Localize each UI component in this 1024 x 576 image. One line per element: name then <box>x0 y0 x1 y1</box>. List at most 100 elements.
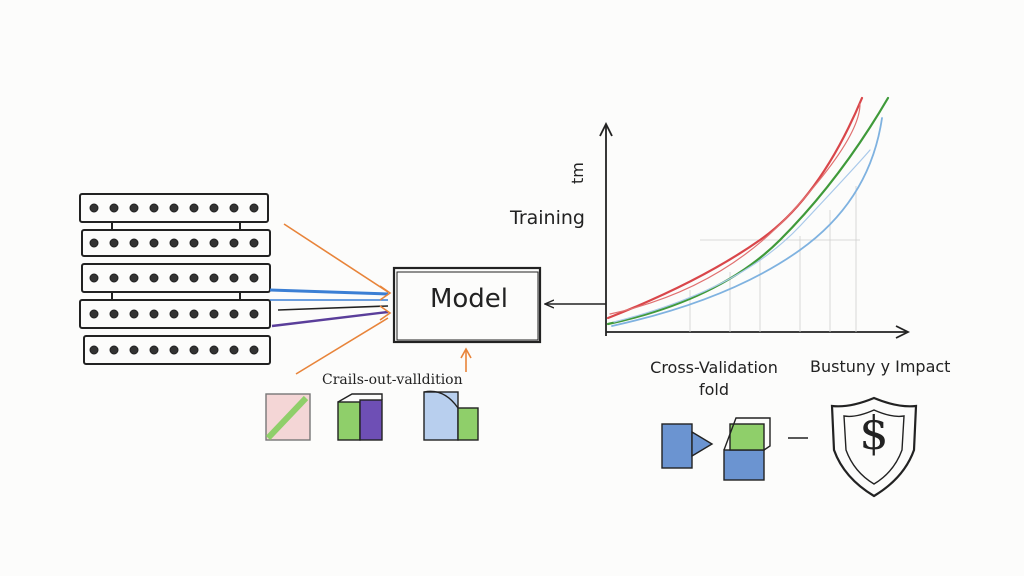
server-led-dot <box>189 203 199 213</box>
tile-3-top <box>423 390 459 409</box>
chart-grid <box>689 186 860 332</box>
server-led-dots <box>89 203 259 355</box>
server-led-dot <box>169 238 179 248</box>
arrow-head-up <box>460 347 472 359</box>
server-led-dot <box>89 309 99 319</box>
left-fold-tiles <box>265 390 479 441</box>
server-led-dot <box>189 309 199 319</box>
cross-validation-title-line1: Cross-Validation <box>650 358 778 377</box>
server-led-dot <box>109 238 119 248</box>
curve-red <box>606 96 864 320</box>
server-led-dot <box>89 345 99 355</box>
arrow-head-orange <box>379 285 392 301</box>
cross-validation-fold-icon <box>661 417 808 481</box>
server-led-dot <box>229 345 239 355</box>
model-box <box>392 266 542 344</box>
tile-3-green <box>457 407 479 441</box>
tile-2-green <box>337 401 361 441</box>
fold-block-bottom <box>723 449 765 481</box>
server-led-dot <box>129 238 139 248</box>
fold-block-top <box>729 423 765 451</box>
server-led-dot <box>209 238 219 248</box>
server-led-dot <box>149 273 159 283</box>
server-led-dot <box>189 238 199 248</box>
tile-1-hatch <box>265 395 309 441</box>
server-unit-3 <box>81 263 271 293</box>
tile-3-blue <box>423 391 459 441</box>
server-led-dot <box>129 203 139 213</box>
server-led-dot <box>109 273 119 283</box>
tile-2-top <box>337 393 383 403</box>
fold-block-left <box>661 423 693 469</box>
server-unit-1 <box>79 193 269 223</box>
curve-blue <box>611 117 883 327</box>
cross-validation-title: Cross-Validation fold <box>648 357 780 401</box>
server-led-dot <box>249 273 259 283</box>
server-led-dot <box>249 238 259 248</box>
curve-red-light <box>609 103 861 315</box>
arrow-purple <box>271 310 389 328</box>
server-led-dot <box>229 203 239 213</box>
server-led-dot <box>109 203 119 213</box>
server-led-dot <box>149 309 159 319</box>
server-led-dot <box>229 273 239 283</box>
chart-curves <box>606 96 890 327</box>
y-axis-unit-label: tm <box>568 162 587 184</box>
server-led-dot <box>229 309 239 319</box>
server-led-dot <box>229 238 239 248</box>
arrow-orange-top <box>283 223 389 293</box>
server-led-dot <box>149 345 159 355</box>
server-led-dot <box>189 273 199 283</box>
server-led-dot <box>209 203 219 213</box>
server-unit-4 <box>79 299 271 329</box>
server-led-dot <box>109 309 119 319</box>
curve-blue-light <box>613 149 871 323</box>
arrow-orange-bottom <box>295 317 389 375</box>
dollar-symbol: $ <box>859 406 889 460</box>
server-led-dot <box>109 345 119 355</box>
curve-green <box>606 96 890 326</box>
server-led-dot <box>129 345 139 355</box>
server-led-dot <box>249 345 259 355</box>
left-caption: Crails-out-valldition <box>322 372 463 388</box>
server-unit-5 <box>83 335 271 365</box>
model-box-inner <box>396 271 539 341</box>
server-led-dot <box>249 309 259 319</box>
server-unit-2 <box>81 229 271 257</box>
training-axis-label: Training <box>510 207 585 229</box>
server-led-dot <box>169 345 179 355</box>
data-flow-arrows <box>269 223 472 375</box>
server-led-dot <box>89 273 99 283</box>
tile-2-purple <box>359 399 383 441</box>
server-led-dot <box>89 203 99 213</box>
shield-inner <box>843 409 905 485</box>
server-led-dot <box>149 238 159 248</box>
server-led-dot <box>169 203 179 213</box>
fold-arrow-head <box>691 430 714 458</box>
server-led-dot <box>189 345 199 355</box>
x-axis-arrowhead <box>895 325 911 339</box>
shield-outer <box>830 396 918 498</box>
server-led-dot <box>249 203 259 213</box>
server-led-dot <box>169 273 179 283</box>
arrow-black <box>277 305 389 311</box>
server-led-dot <box>129 273 139 283</box>
arrow-head-orange-2 <box>379 305 392 321</box>
server-led-dot <box>149 203 159 213</box>
model-label: Model <box>429 284 509 314</box>
cross-validation-title-line2: fold <box>698 380 730 399</box>
server-rack-icon <box>79 193 271 365</box>
y-axis-arrowhead <box>599 121 613 137</box>
server-led-dot <box>209 345 219 355</box>
server-led-dot <box>89 238 99 248</box>
chart-axes <box>599 121 911 339</box>
impact-label: Bustuny y Impact <box>810 357 951 376</box>
server-led-dot <box>169 309 179 319</box>
model-box-outline <box>392 266 542 344</box>
server-led-dot <box>209 309 219 319</box>
arrow-blue <box>269 288 389 296</box>
shield-icon <box>830 396 918 498</box>
fold-box-outline <box>723 417 771 451</box>
